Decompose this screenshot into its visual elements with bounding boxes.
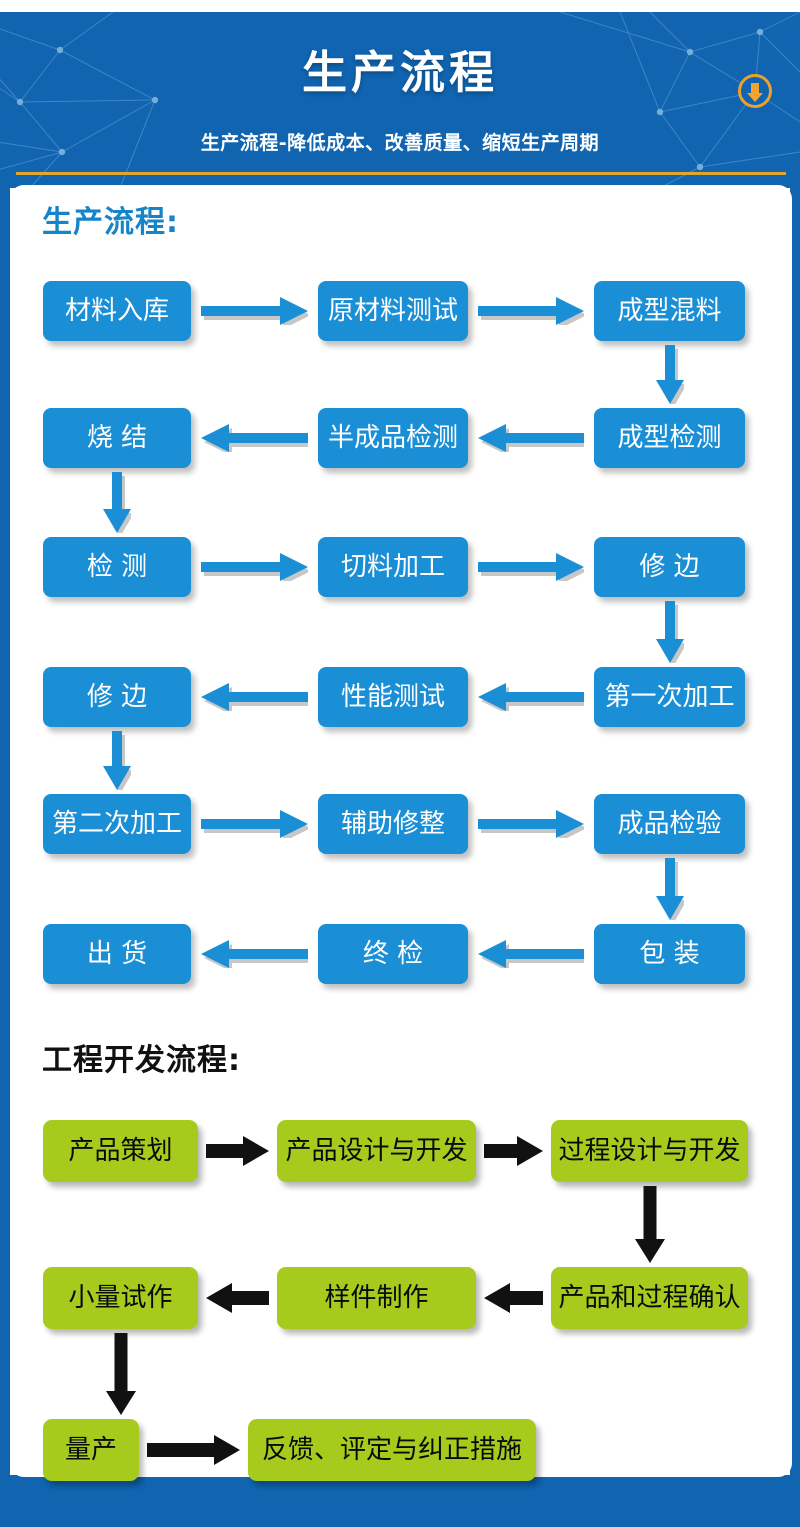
- flow-node-label: 原材料测试: [327, 296, 458, 326]
- flow-arrow-n7-to-n8: [201, 553, 308, 581]
- flow-arrow-n4-to-n5: [478, 424, 584, 452]
- flow-node-g8[interactable]: 反馈、评定与纠正措施: [248, 1419, 536, 1481]
- page-subtitle: 生产流程-降低成本、改善质量、缩短生产周期: [200, 132, 600, 154]
- flow-node-g3[interactable]: 过程设计与开发: [551, 1120, 748, 1182]
- flow-node-n7[interactable]: 检 测: [43, 537, 191, 597]
- flow-node-label: 第一次加工: [604, 682, 735, 712]
- download-arrow-head: [747, 93, 763, 102]
- flow-node-label: 第二次加工: [51, 809, 182, 839]
- flow-arrow-g4-to-g5: [484, 1283, 543, 1313]
- flow-node-label: 材料入库: [64, 296, 169, 326]
- flow-node-n3[interactable]: 成型混料: [594, 281, 745, 341]
- flow-arrow-n10-to-n11: [478, 683, 584, 711]
- page-title: 生产流程: [301, 46, 498, 99]
- flow-node-label: 小量试作: [68, 1283, 173, 1313]
- flow-arrow-g5-to-g6: [206, 1283, 269, 1313]
- flow-node-label: 产品设计与开发: [285, 1136, 468, 1166]
- flow-node-label: 过程设计与开发: [558, 1136, 741, 1166]
- flow-node-label: 成型检测: [617, 423, 722, 453]
- flow-node-label: 量产: [64, 1435, 117, 1465]
- flow-node-n17[interactable]: 终 检: [318, 924, 468, 984]
- flow-node-g2[interactable]: 产品设计与开发: [277, 1120, 476, 1182]
- flow-arrow-n1-to-n2: [201, 297, 308, 325]
- flow-node-n6[interactable]: 烧 结: [43, 408, 191, 468]
- flow-node-label: 出 货: [86, 939, 148, 969]
- left-frame-bar: [0, 188, 10, 1475]
- flow-node-n8[interactable]: 切料加工: [318, 537, 468, 597]
- flow-node-label: 包 装: [639, 939, 700, 969]
- flow-node-n2[interactable]: 原材料测试: [318, 281, 468, 341]
- flow-node-label: 烧 结: [86, 423, 148, 453]
- flow-arrow-g3-to-g4: [634, 1186, 665, 1263]
- flow-arrow-n5-to-n6: [201, 424, 308, 452]
- section-heading-engineering: 工程开发流程:: [42, 1043, 241, 1078]
- page-header: 生产流程 生产流程-降低成本、改善质量、缩短生产周期: [0, 12, 800, 188]
- flow-node-n12[interactable]: 修 边: [43, 667, 191, 727]
- flow-node-label: 检 测: [86, 552, 148, 582]
- flow-arrow-n11-to-n12: [201, 683, 308, 711]
- flow-node-label: 成品检验: [617, 809, 722, 839]
- flow-node-label: 切料加工: [340, 552, 445, 582]
- flow-node-g1[interactable]: 产品策划: [43, 1120, 198, 1182]
- flow-node-g4[interactable]: 产品和过程确认: [551, 1267, 748, 1329]
- flow-node-label: 性能测试: [340, 682, 445, 712]
- flow-node-label: 反馈、评定与纠正措施: [261, 1435, 522, 1465]
- flow-arrow-n9-to-n10: [655, 601, 684, 663]
- flow-arrow-g2-to-g3: [484, 1136, 543, 1166]
- flow-node-label: 产品和过程确认: [558, 1283, 741, 1313]
- flow-arrow-n2-to-n3: [478, 297, 584, 325]
- network-pattern-decoration: [0, 12, 800, 188]
- flow-arrow-n14-to-n15: [478, 810, 584, 838]
- flow-arrow-n16-to-n17: [478, 940, 584, 968]
- flow-node-n18[interactable]: 出 货: [43, 924, 191, 984]
- flow-node-n5[interactable]: 半成品检测: [318, 408, 468, 468]
- flow-arrow-g6-to-g7: [105, 1333, 136, 1415]
- flow-node-g5[interactable]: 样件制作: [277, 1267, 476, 1329]
- flow-node-g7[interactable]: 量产: [43, 1419, 139, 1481]
- flow-node-label: 辅助修整: [340, 809, 445, 839]
- flow-arrow-n12-to-n13: [103, 731, 131, 790]
- flow-node-label: 修 边: [639, 552, 700, 582]
- flow-arrow-n3-to-n4: [655, 345, 684, 404]
- flow-arrow-n15-to-n16: [655, 858, 684, 920]
- bottom-frame-bar: [0, 1475, 800, 1527]
- flow-node-n4[interactable]: 成型检测: [594, 408, 745, 468]
- flow-arrow-n17-to-n18: [201, 940, 308, 968]
- flow-node-n11[interactable]: 性能测试: [318, 667, 468, 727]
- flow-arrow-g1-to-g2: [206, 1136, 269, 1166]
- flow-node-n9[interactable]: 修 边: [594, 537, 745, 597]
- flow-node-n14[interactable]: 辅助修整: [318, 794, 468, 854]
- flow-arrow-n13-to-n14: [201, 810, 308, 838]
- flow-arrow-n6-to-n7: [103, 472, 131, 533]
- right-frame-bar: [790, 188, 800, 1475]
- flow-node-n15[interactable]: 成品检验: [594, 794, 745, 854]
- flow-arrow-n8-to-n9: [478, 553, 584, 581]
- flow-node-label: 终 检: [362, 939, 424, 969]
- download-circle-icon[interactable]: [738, 74, 772, 108]
- flow-node-label: 产品策划: [68, 1136, 173, 1166]
- flow-node-label: 成型混料: [617, 296, 722, 326]
- download-arrow-shaft: [751, 83, 759, 94]
- header-accent-divider: [16, 172, 786, 175]
- flow-node-n13[interactable]: 第二次加工: [43, 794, 191, 854]
- section-heading-production: 生产流程:: [42, 205, 179, 240]
- flow-arrow-g7-to-g8: [147, 1435, 240, 1465]
- flow-node-g6[interactable]: 小量试作: [43, 1267, 198, 1329]
- flow-node-label: 样件制作: [324, 1283, 429, 1313]
- flow-node-label: 修 边: [86, 682, 148, 712]
- flow-node-label: 半成品检测: [327, 423, 458, 453]
- flow-node-n10[interactable]: 第一次加工: [594, 667, 745, 727]
- flow-node-n16[interactable]: 包 装: [594, 924, 745, 984]
- flow-node-n1[interactable]: 材料入库: [43, 281, 191, 341]
